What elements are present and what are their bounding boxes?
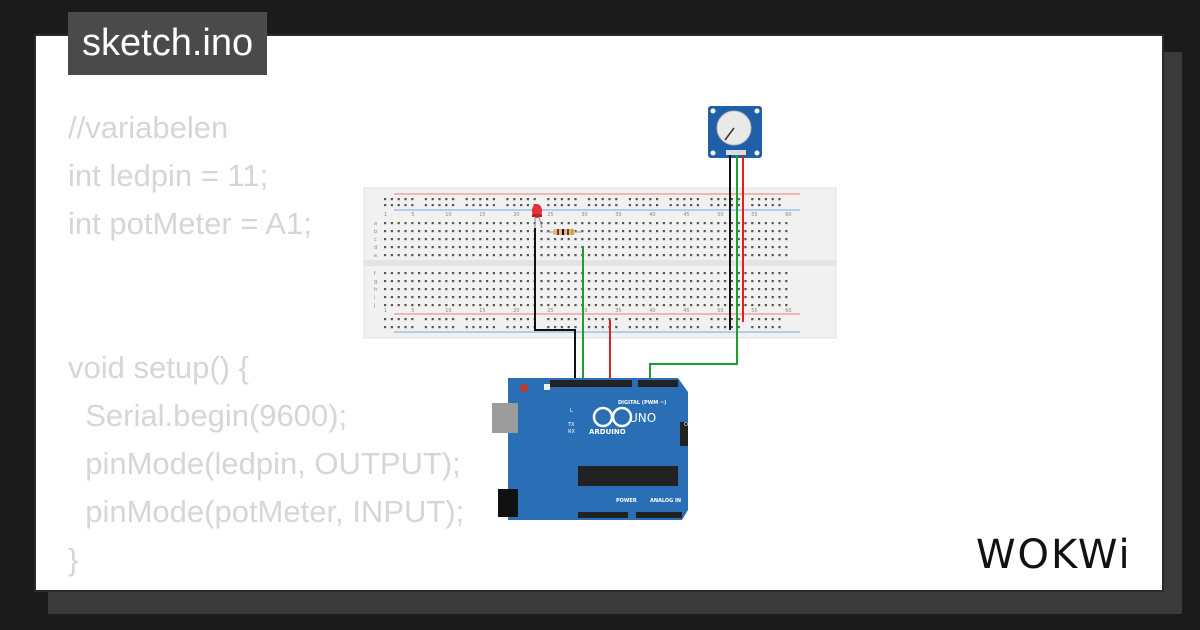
column-number: 45 (683, 212, 689, 218)
column-number: 30 (581, 212, 587, 218)
breadboard: 1155101015152020252530303535404045455050… (363, 187, 837, 339)
column-number: 30 (581, 308, 587, 314)
row-letter: j (373, 303, 375, 309)
code-line: void setup() { (68, 350, 249, 385)
rx-led-label: RX (568, 429, 575, 435)
column-number: 10 (445, 308, 451, 314)
column-number: 1 (384, 308, 387, 314)
arduino-uno-board[interactable]: UNO ARDUINO DIGITAL (PWM ~) POWER ANALOG… (492, 378, 692, 520)
column-number: 5 (411, 212, 414, 218)
row-letter: d (374, 245, 377, 251)
column-number: 55 (751, 212, 757, 218)
row-letter: a (374, 221, 377, 227)
tx-led-label: TX (567, 422, 575, 428)
row-letter: h (374, 287, 377, 293)
wire-led-ground (534, 228, 576, 382)
board-model-label: UNO (629, 411, 656, 425)
column-number: 40 (649, 308, 655, 314)
column-number: 50 (717, 212, 723, 218)
column-number: 25 (547, 212, 553, 218)
column-number: 35 (615, 212, 621, 218)
column-number: 25 (547, 308, 553, 314)
column-number: 15 (479, 212, 485, 218)
l-led-label: L (570, 408, 573, 414)
column-number: 45 (683, 308, 689, 314)
wokwi-logo: WOKWi (976, 532, 1132, 578)
circuit-diagram: 1155101015152020252530303535404045455050… (363, 106, 837, 520)
column-number: 20 (513, 308, 519, 314)
on-led-label: ON (684, 422, 692, 428)
column-number: 35 (615, 308, 621, 314)
code-preview: //variabelen int ledpin = 11; int potMeter… (68, 104, 528, 584)
logo-text: WOKWi (976, 532, 1132, 578)
code-line: //variabelen (68, 110, 229, 145)
row-letter: c (374, 237, 377, 243)
code-line: pinMode(ledpin, OUTPUT); (68, 446, 461, 481)
row-letter: e (374, 253, 377, 259)
column-number: 15 (479, 308, 485, 314)
resistor[interactable] (546, 229, 582, 235)
power-pins-label: POWER (616, 498, 637, 504)
board-brand-label: ARDUINO (589, 428, 626, 436)
row-letter: b (374, 229, 377, 235)
code-line: int ledpin = 11; (68, 158, 269, 193)
digital-pins-label: DIGITAL (PWM ~) (618, 400, 666, 406)
row-letter: f (374, 271, 376, 277)
analog-pins-label: ANALOG IN (650, 498, 681, 504)
potentiometer[interactable] (708, 106, 762, 158)
row-letter: g (374, 279, 377, 285)
code-line: Serial.begin(9600); (68, 398, 348, 433)
code-line: pinMode(potMeter, INPUT); (68, 494, 465, 529)
column-number: 60 (785, 308, 791, 314)
code-line: } (68, 542, 79, 577)
column-number: 5 (411, 308, 414, 314)
column-number: 20 (513, 212, 519, 218)
column-number: 1 (384, 212, 387, 218)
column-number: 55 (751, 308, 757, 314)
file-tab[interactable]: sketch.ino (68, 12, 268, 75)
column-number: 50 (717, 308, 723, 314)
column-number: 40 (649, 212, 655, 218)
row-letter: i (374, 295, 375, 301)
column-number: 60 (785, 212, 791, 218)
led[interactable] (532, 204, 543, 229)
column-number: 10 (445, 212, 451, 218)
code-line: int potMeter = A1; (68, 206, 312, 241)
